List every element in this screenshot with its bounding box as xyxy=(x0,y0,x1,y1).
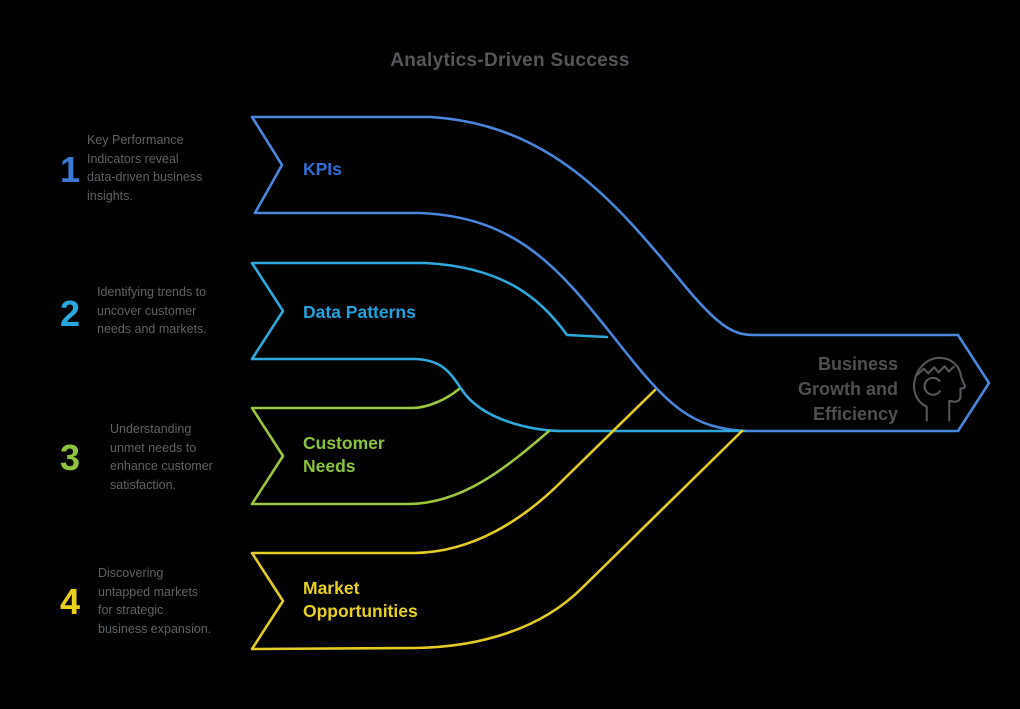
step-label-data-patterns: Data Patterns xyxy=(303,302,416,322)
ribbon-band-customer-needs xyxy=(250,387,551,506)
head-with-gear-icon xyxy=(913,356,966,422)
gear-dot xyxy=(951,383,955,388)
gear-c-shape xyxy=(923,376,941,396)
head-outline xyxy=(913,356,966,422)
step-description-2: Identifying trends to uncover customer n… xyxy=(97,285,207,336)
step-number-4: 4 xyxy=(59,581,81,622)
step-description-3: Understanding unmet needs to enhance cus… xyxy=(110,422,213,492)
step-number-1: 1 xyxy=(59,149,81,190)
step-number-3: 3 xyxy=(59,437,81,478)
step-number-2: 2 xyxy=(59,293,81,334)
brain-zigzag xyxy=(916,365,955,376)
step-label-customer-needs: Customer Needs xyxy=(303,433,385,476)
diagram-title: Analytics-Driven Success xyxy=(390,50,630,71)
step-description-1: Key Performance Indicators reveal data-d… xyxy=(87,133,203,203)
step-description-4: Discovering untapped markets for strateg… xyxy=(98,566,212,636)
step-label-market-opportunities: Market Opportunities xyxy=(303,578,418,621)
ribbon-band-kpis xyxy=(250,115,991,433)
outcome-label: Business Growth and Efficiency xyxy=(798,354,898,424)
step-label-kpis: KPIs xyxy=(303,159,342,179)
ribbon-band-data-patterns xyxy=(250,261,747,433)
ribbon-band-market-opportunities xyxy=(250,388,744,651)
